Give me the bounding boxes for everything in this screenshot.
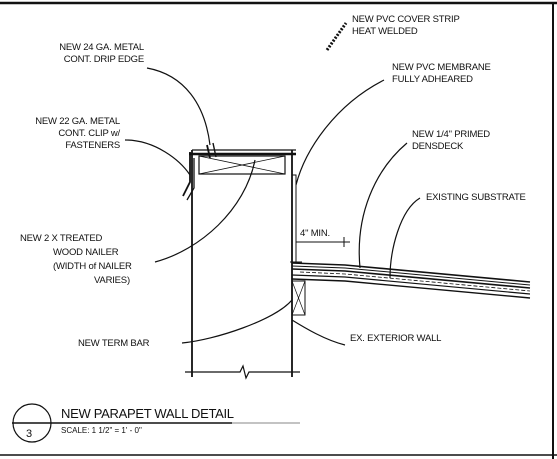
callout-exterior-wall: EX. EXTERIOR WALL xyxy=(350,333,441,344)
parapet-wall xyxy=(185,150,300,380)
callout-pvc-cover-strip: NEW PVC COVER STRIP HEAT WELDED xyxy=(352,14,460,37)
callout-substrate: EXISTING SUBSTRATE xyxy=(426,192,526,203)
leader-lines xyxy=(124,67,421,346)
leader-drip-edge xyxy=(146,67,211,146)
leader-exterior-wall xyxy=(291,319,346,346)
callout-densdeck: NEW 1/4" PRIMED DENSDECK xyxy=(412,129,491,152)
svg-text:NEW 24 GA. METAL: NEW 24 GA. METAL xyxy=(59,42,144,53)
svg-text:(WIDTH of NAILER: (WIDTH of NAILER xyxy=(53,261,132,272)
svg-text:NEW PVC COVER STRIP: NEW PVC COVER STRIP xyxy=(352,14,460,25)
leader-metal-clip xyxy=(124,139,191,176)
svg-text:NEW 22 GA. METAL: NEW 22 GA. METAL xyxy=(35,116,120,127)
leader-term-bar xyxy=(181,299,293,344)
detail-scale: SCALE: 1 1/2" = 1' - 0" xyxy=(61,426,142,435)
svg-text:VARIES): VARIES) xyxy=(94,275,130,286)
svg-text:CONT. DRIP EDGE: CONT. DRIP EDGE xyxy=(64,54,144,65)
dimension-label: 4" MIN. xyxy=(300,228,330,239)
svg-text:NEW PVC MEMBRANE: NEW PVC MEMBRANE xyxy=(392,62,491,73)
leader-wood-nailer xyxy=(154,159,256,263)
wood-nailer xyxy=(198,155,286,175)
leader-pvc-membrane xyxy=(295,79,385,186)
callout-wood-nailer: NEW 2 X TREATED WOOD NAILER (WIDTH of NA… xyxy=(20,233,132,286)
callout-term-bar: NEW TERM BAR xyxy=(78,338,150,349)
svg-text:NEW 2 X TREATED: NEW 2 X TREATED xyxy=(20,233,103,244)
callout-pvc-membrane: NEW PVC MEMBRANE FULLY ADHEARED xyxy=(392,62,491,85)
title-block: 3 NEW PARAPET WALL DETAIL SCALE: 1 1/2" … xyxy=(12,403,300,443)
svg-text:CONT. CLIP w/: CONT. CLIP w/ xyxy=(58,128,120,139)
detail-title: NEW PARAPET WALL DETAIL xyxy=(61,406,234,421)
dimension-4in: 4" MIN. xyxy=(290,228,350,263)
roof-assembly xyxy=(291,262,531,299)
metal-coping xyxy=(182,142,296,201)
svg-text:FASTENERS: FASTENERS xyxy=(65,140,120,151)
callout-metal-clip: NEW 22 GA. METAL CONT. CLIP w/ FASTENERS xyxy=(35,116,121,151)
svg-text:NEW TERM BAR: NEW TERM BAR xyxy=(78,338,150,349)
detail-number: 3 xyxy=(26,428,32,440)
callout-drip-edge: NEW 24 GA. METAL CONT. DRIP EDGE xyxy=(59,42,144,65)
svg-text:HEAT WELDED: HEAT WELDED xyxy=(352,26,418,37)
svg-text:WOOD NAILER: WOOD NAILER xyxy=(53,247,119,258)
wall-break-line xyxy=(185,364,300,380)
pvc-cover-strip xyxy=(325,22,348,51)
leader-substrate xyxy=(389,197,421,279)
term-bar-blocking xyxy=(291,280,306,316)
leader-densdeck xyxy=(358,142,408,269)
svg-text:DENSDECK: DENSDECK xyxy=(412,141,464,152)
svg-text:EXISTING SUBSTRATE: EXISTING SUBSTRATE xyxy=(426,192,526,203)
svg-text:FULLY ADHEARED: FULLY ADHEARED xyxy=(392,74,473,85)
svg-text:EX. EXTERIOR WALL: EX. EXTERIOR WALL xyxy=(350,333,441,344)
svg-text:NEW 1/4" PRIMED: NEW 1/4" PRIMED xyxy=(412,129,490,140)
membrane-upturn xyxy=(292,174,297,262)
